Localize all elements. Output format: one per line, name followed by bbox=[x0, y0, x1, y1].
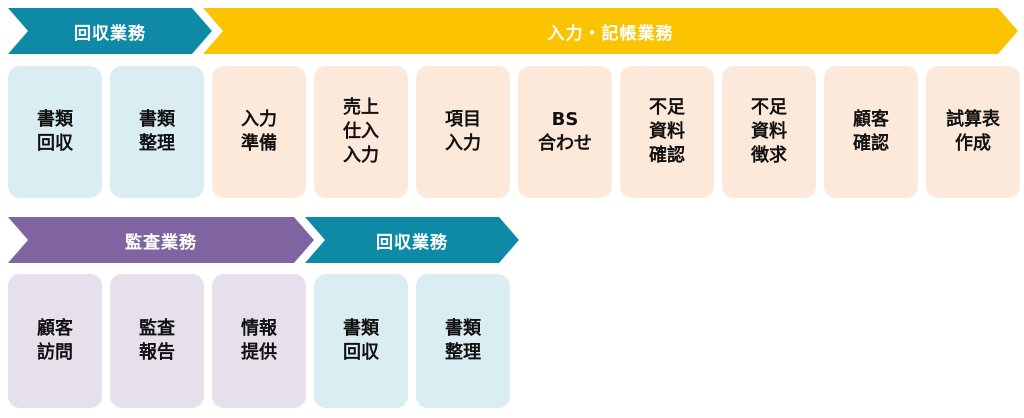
step-box: BS 合わせ bbox=[518, 66, 612, 198]
step-box: 顧客 訪問 bbox=[8, 274, 102, 408]
step-box: 監査 報告 bbox=[110, 274, 204, 408]
step-box: 書類 整理 bbox=[110, 66, 204, 198]
phase-label-collection-2: 回収業務 bbox=[376, 232, 448, 253]
phase-label-collection: 回収業務 bbox=[74, 23, 146, 44]
step-box: 不足 資料 徴求 bbox=[722, 66, 816, 198]
step-box: 不足 資料 確認 bbox=[620, 66, 714, 198]
phase-arrow-collection-2: 回収業務 bbox=[305, 217, 519, 263]
phase-arrow-audit: 監査業務 bbox=[8, 217, 314, 263]
step-box: 書類 回収 bbox=[8, 66, 102, 198]
phase-label-entry: 入力・記帳業務 bbox=[547, 23, 674, 44]
phase-arrow-collection: 回収業務 bbox=[8, 8, 212, 54]
step-box: 入力 準備 bbox=[212, 66, 306, 198]
step-box: 項目 入力 bbox=[416, 66, 510, 198]
step-box: 売上 仕入 入力 bbox=[314, 66, 408, 198]
phase-label-audit: 監査業務 bbox=[125, 232, 197, 253]
step-box: 書類 回収 bbox=[314, 274, 408, 408]
step-box: 書類 整理 bbox=[416, 274, 510, 408]
step-box: 試算表 作成 bbox=[926, 66, 1020, 198]
step-box: 情報 提供 bbox=[212, 274, 306, 408]
step-box: 顧客 確認 bbox=[824, 66, 918, 198]
phase-arrow-entry: 入力・記帳業務 bbox=[203, 8, 1018, 54]
